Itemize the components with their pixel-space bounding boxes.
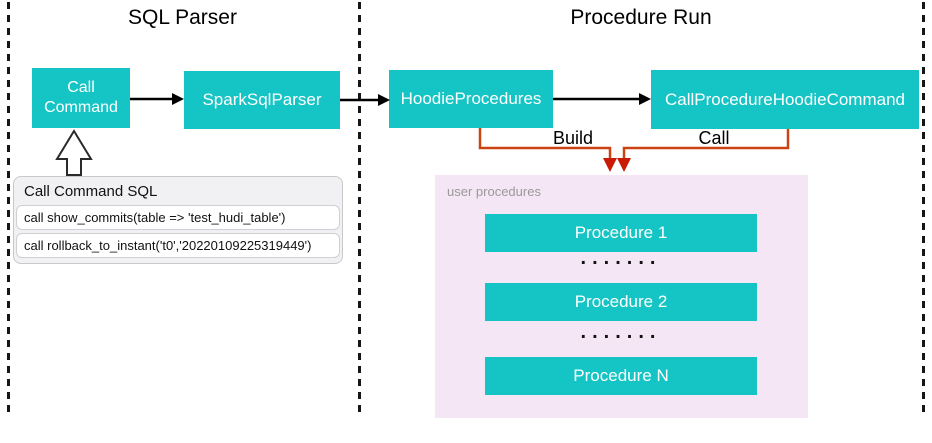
arrow-sparksqlparser-to-hoodieprocedures xyxy=(340,94,390,106)
dashed-border-right xyxy=(922,2,925,412)
sql-panel-title: Call Command SQL xyxy=(24,183,158,200)
arrow-hoodieprocedures-to-callprocedurehoodiecommand xyxy=(553,93,651,105)
sql-statement-row: call show_commits(table => 'test_hudi_ta… xyxy=(16,205,340,230)
node-callprocedurehoodiecommand: CallProcedureHoodieCommand xyxy=(651,70,919,129)
user-procedures-panel: user procedures Procedure 1 ....... Proc… xyxy=(435,175,808,418)
dashed-border-middle xyxy=(358,2,361,412)
section-title-sql-parser: SQL Parser xyxy=(128,6,237,29)
node-sparksqlparser: SparkSqlParser xyxy=(184,71,340,129)
edge-label-build: Build xyxy=(552,128,594,148)
dashed-border-left xyxy=(7,2,10,412)
hollow-up-arrow-icon xyxy=(55,129,93,176)
edge-label-call: Call xyxy=(698,128,730,148)
ellipsis-dots: ....... xyxy=(580,247,662,269)
ellipsis-dots: ....... xyxy=(580,321,662,343)
section-title-procedure-run: Procedure Run xyxy=(570,6,712,29)
user-procedures-label: user procedures xyxy=(447,184,541,199)
arrow-callcommand-to-sparksqlparser xyxy=(130,93,184,105)
sql-statement-row: call rollback_to_instant('t0','202201092… xyxy=(16,233,340,258)
call-command-sql-panel: Call Command SQL call show_commits(table… xyxy=(13,176,343,264)
node-procedure-n: Procedure N xyxy=(485,357,757,395)
node-hoodieprocedures: HoodieProcedures xyxy=(389,70,553,128)
node-procedure-1: Procedure 1 xyxy=(485,214,757,252)
node-procedure-2: Procedure 2 xyxy=(485,283,757,321)
node-call-command: Call Command xyxy=(32,68,130,128)
